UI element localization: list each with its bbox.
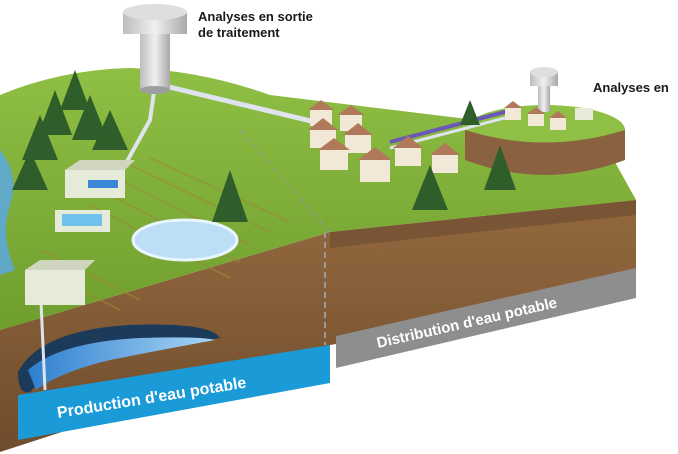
soil-side-face <box>330 200 636 248</box>
river <box>0 150 15 275</box>
pipe-to-village <box>164 83 316 125</box>
village <box>308 100 593 182</box>
pond <box>131 218 239 262</box>
label-analyses-distribution: Analyses en <box>593 80 669 95</box>
forest <box>12 70 516 222</box>
pipe-distribution <box>389 106 521 144</box>
pipe-from-tower <box>123 84 157 166</box>
label-analyses-sortie-line1: Analyses en sortie <box>198 9 313 24</box>
treatment-plant <box>25 160 135 305</box>
water-tower-distribution <box>530 67 558 112</box>
water-tower-treatment <box>123 4 187 94</box>
label-analyses-sortie: Analyses en sortie de traitement <box>198 9 313 41</box>
label-analyses-sortie-line2: de traitement <box>198 25 280 40</box>
